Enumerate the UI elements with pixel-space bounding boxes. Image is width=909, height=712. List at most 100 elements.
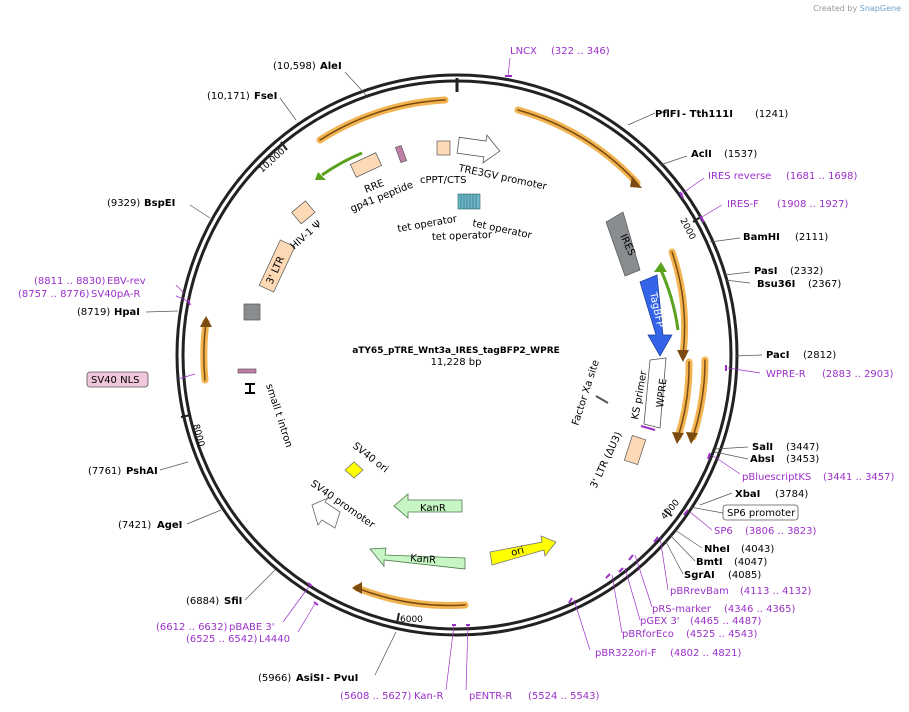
label-small-t: small t intron	[263, 383, 294, 449]
site-name-sgrai: SgrAI	[684, 570, 715, 581]
sites-left: (10,598) AleI (10,171) FseI (9329) BspEI…	[77, 61, 358, 684]
sv40-nls-marker	[237, 368, 257, 374]
primer-range-ires-f: (1908 .. 1927)	[777, 199, 849, 210]
primer-range-pbluescriptks: (3441 .. 3457)	[823, 472, 895, 483]
site-extra-tth111i: - Tth111I	[682, 109, 733, 120]
primer-range-pbr322ori-f: (4802 .. 4821)	[670, 648, 742, 659]
orf-arc-right-1-core	[671, 251, 686, 356]
primer-name-lncx: LNCX	[510, 46, 537, 57]
primers: LNCX (322 .. 346) IRES reverse (1681 .. …	[18, 46, 895, 702]
tet-operator-block	[457, 193, 481, 210]
site-pos-agei: (7421)	[118, 520, 151, 531]
site-name-sali: SalI	[752, 442, 773, 453]
tet-operator-stripes	[460, 194, 477, 209]
connector-lines	[145, 71, 763, 676]
site-pos-acli: (1537)	[724, 149, 757, 160]
primer-name-pbr322ori-f: pBR322ori-F	[595, 648, 657, 659]
sv40-ori-diamond	[344, 461, 364, 479]
site-name-acli: AclI	[691, 149, 712, 160]
ires-block	[605, 211, 641, 277]
primer-range-pentr-r: (5524 .. 5543)	[528, 691, 600, 702]
gp41-block	[394, 145, 408, 163]
primer-name-ebv-rev: EBV-rev	[107, 276, 146, 287]
site-name-bspei: BspEI	[144, 198, 175, 209]
label-wpre: WPRE	[655, 378, 669, 408]
site-pos-absi: (3453)	[786, 454, 819, 465]
tick-mark-4000	[663, 509, 673, 517]
tagbfp-arrow	[639, 274, 673, 357]
ltr3-block	[258, 239, 296, 293]
primer-range-sp6: (3806 .. 3823)	[745, 526, 817, 537]
site-pos-alei: (10,598)	[273, 61, 316, 72]
kanr-arrow-2	[369, 547, 466, 570]
primer-name-ires-f: IRES-F	[727, 199, 759, 210]
site-name-bmti: BmtI	[696, 557, 723, 568]
site-name-absi: AbsI	[750, 454, 775, 465]
label-cppt: cPPT/CTS	[420, 175, 466, 186]
site-pos-bspei: (9329)	[107, 198, 140, 209]
wpre-block	[643, 357, 667, 429]
site-name-sfii: SfiI	[224, 596, 242, 607]
orf-arrowhead-right-1	[677, 350, 689, 362]
primer-range-pgex3: (4465 .. 4487)	[690, 616, 762, 627]
primer-name-pbrrevbam: pBRrevBam	[670, 586, 729, 597]
sites-right: PflFI - Tth111I (1241) AclI (1537) BamHI…	[655, 109, 841, 581]
site-pos-paci: (2812)	[803, 350, 836, 361]
site-pos-bsu36i: (2367)	[808, 279, 841, 290]
site-pos-bamhi: (2111)	[795, 232, 828, 243]
label-kanr2: KanR	[410, 553, 437, 566]
primer-range-pbabe3: (6612 .. 6632)	[156, 622, 228, 633]
label-tre3gv: TRE3GV promoter	[456, 163, 548, 193]
site-name-nhei: NheI	[704, 544, 730, 555]
cppt-block	[436, 140, 451, 156]
primer-range-pbrforeco: (4525 .. 4543)	[686, 629, 758, 640]
site-name-bsu36i: Bsu36I	[757, 279, 795, 290]
site-pos-nhei: (4043)	[741, 544, 774, 555]
primer-range-kan-r: (5608 .. 5627)	[340, 691, 412, 702]
tre3gv-arrow	[456, 134, 501, 164]
primer-name-pbrforeco: pBRforEco	[622, 629, 674, 640]
label-kanr1: KanR	[420, 503, 446, 514]
primer-range-wpre-r: (2883 .. 2903)	[822, 369, 894, 380]
primer-name-wpre-r: WPRE-R	[766, 369, 806, 380]
site-name-bamhi: BamHI	[743, 232, 780, 243]
green-arrowhead-right	[654, 262, 667, 272]
primer-range-l4440: (6525 .. 6542)	[186, 634, 258, 645]
site-pos-sali: (3447)	[786, 442, 819, 453]
tick-mark-10000	[280, 141, 288, 151]
plasmid-name: aTY65_pTRE_Wnt3a_IRES_tagBFP2_WPRE	[352, 346, 560, 356]
orf-arc-bottom-core	[356, 587, 466, 607]
site-name-alei: AleI	[320, 61, 342, 72]
ks-primer-mark	[640, 425, 656, 431]
orf-arrowhead-right-3	[672, 432, 684, 444]
site-name-paci: PacI	[766, 350, 789, 361]
primer-name-pentr-r: pENTR-R	[469, 691, 512, 702]
primer-name-kan-r: Kan-R	[414, 691, 443, 702]
ori-arrow	[489, 535, 557, 566]
site-extra-pvui: - PvuI	[326, 673, 358, 684]
ltr-du3-block	[623, 435, 647, 465]
label-ori: ori	[510, 545, 525, 559]
site-pos-xbai: (3784)	[775, 489, 808, 500]
hiv-psi-block	[291, 200, 316, 225]
orf-arc-right-2	[689, 356, 709, 441]
orf-arc-top-left-core	[319, 99, 446, 141]
site-name-pflfi: PflFI	[655, 109, 680, 120]
primer-name-sv40pa-r: SV40pA-R	[91, 289, 140, 300]
site-name-fsei: FseI	[254, 91, 277, 102]
green-arrowhead-top	[315, 172, 326, 180]
primer-name-pbluescriptks: pBluescriptKS	[742, 472, 811, 483]
primer-name-pgex3: pGEX 3'	[640, 616, 680, 627]
primer-name-pbabe3: pBABE 3'	[229, 622, 275, 633]
orf-arrowhead-bottom	[352, 582, 362, 594]
site-name-agei: AgeI	[157, 520, 182, 531]
primer-name-prs-marker: pRS-marker	[652, 604, 712, 615]
label-hiv: HIV-1 Ψ	[289, 219, 325, 253]
tick-mark-6000	[396, 612, 400, 624]
primer-marks	[187, 75, 727, 626]
tick-6000: 6000	[400, 615, 423, 625]
site-name-pasi: PasI	[754, 266, 777, 277]
backbone-outer	[175, 73, 739, 637]
primer-range-ebv-rev: (8811 .. 8830)	[34, 276, 106, 287]
